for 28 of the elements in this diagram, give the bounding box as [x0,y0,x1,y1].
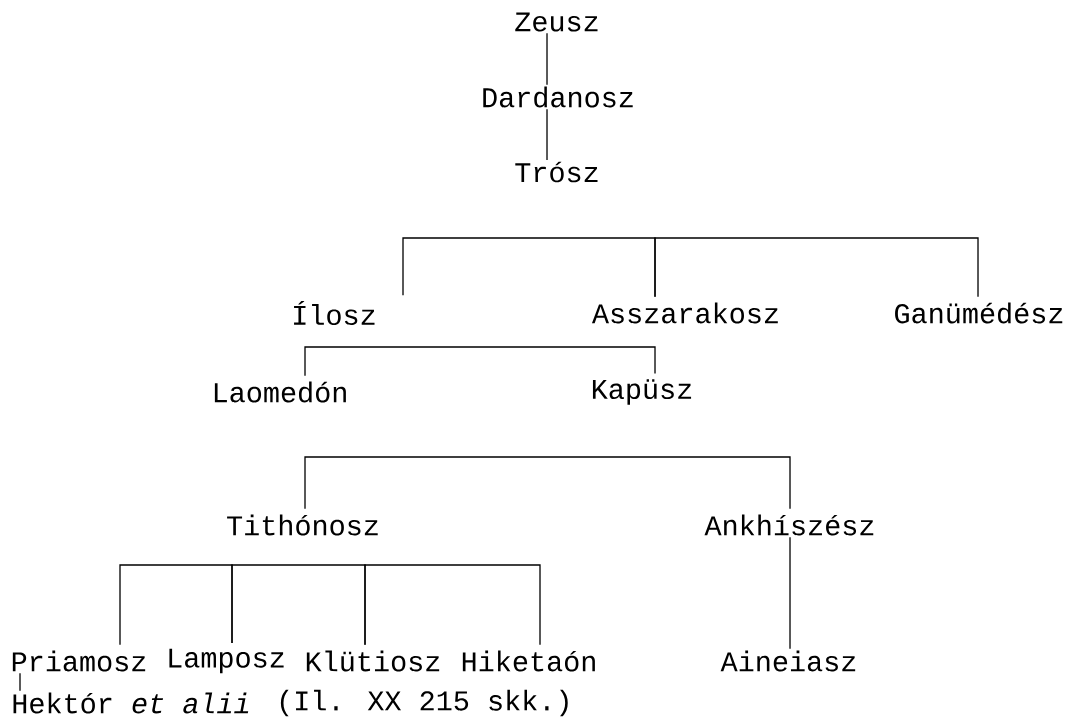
connector-line [546,108,548,161]
name-label: Hiketaón [462,650,595,672]
connector-line [364,564,541,646]
connector-line [789,536,791,650]
name-label: Dardanosz [483,86,633,108]
connector-line [119,564,233,646]
connector-line [654,237,979,298]
connector-line [304,346,656,377]
connector-line [19,672,21,692]
citation: (Il. XX 215 skk.) [280,689,568,717]
name-label: Klütiosz [306,650,440,672]
connector-line [231,564,366,646]
name-label: Hektór et alii [13,692,249,714]
name-label: Kapüsz [592,379,692,405]
name-label: Ankhíszész [704,514,874,536]
name-label: Zeusz [515,12,598,32]
name-label: Ganümédész [895,302,1063,324]
name-label: Ílosz [294,301,375,325]
connector-line [402,237,656,298]
name-label: Priamosz [12,650,146,672]
connector-line [546,32,548,86]
name-label: Lamposz [169,648,284,674]
name-label: Asszarakosz [591,302,778,324]
name-label: Tithónosz [227,514,378,536]
name-label: Laomedón [214,381,346,403]
name-label: Aineiasz [720,650,856,672]
connector-line [304,456,791,510]
name-label: Trósz [515,161,598,183]
